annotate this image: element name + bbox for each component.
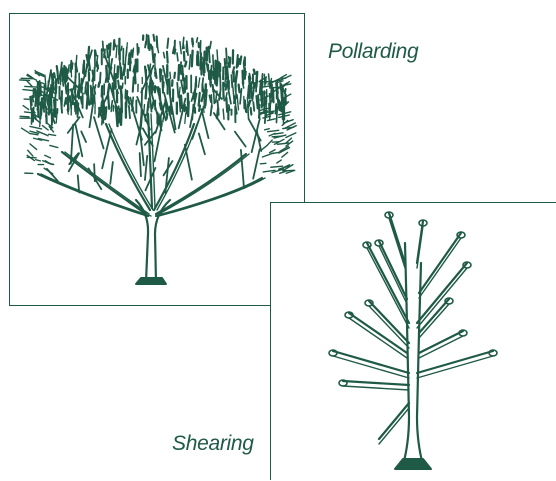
shearing-panel bbox=[270, 202, 556, 480]
pollarding-panel bbox=[9, 13, 305, 306]
caption-shearing: Shearing bbox=[172, 432, 254, 456]
cut-branches-tree-icon bbox=[271, 203, 556, 481]
caption-pollarding: Pollarding bbox=[328, 40, 418, 64]
dense-crown-tree-icon bbox=[10, 14, 304, 305]
